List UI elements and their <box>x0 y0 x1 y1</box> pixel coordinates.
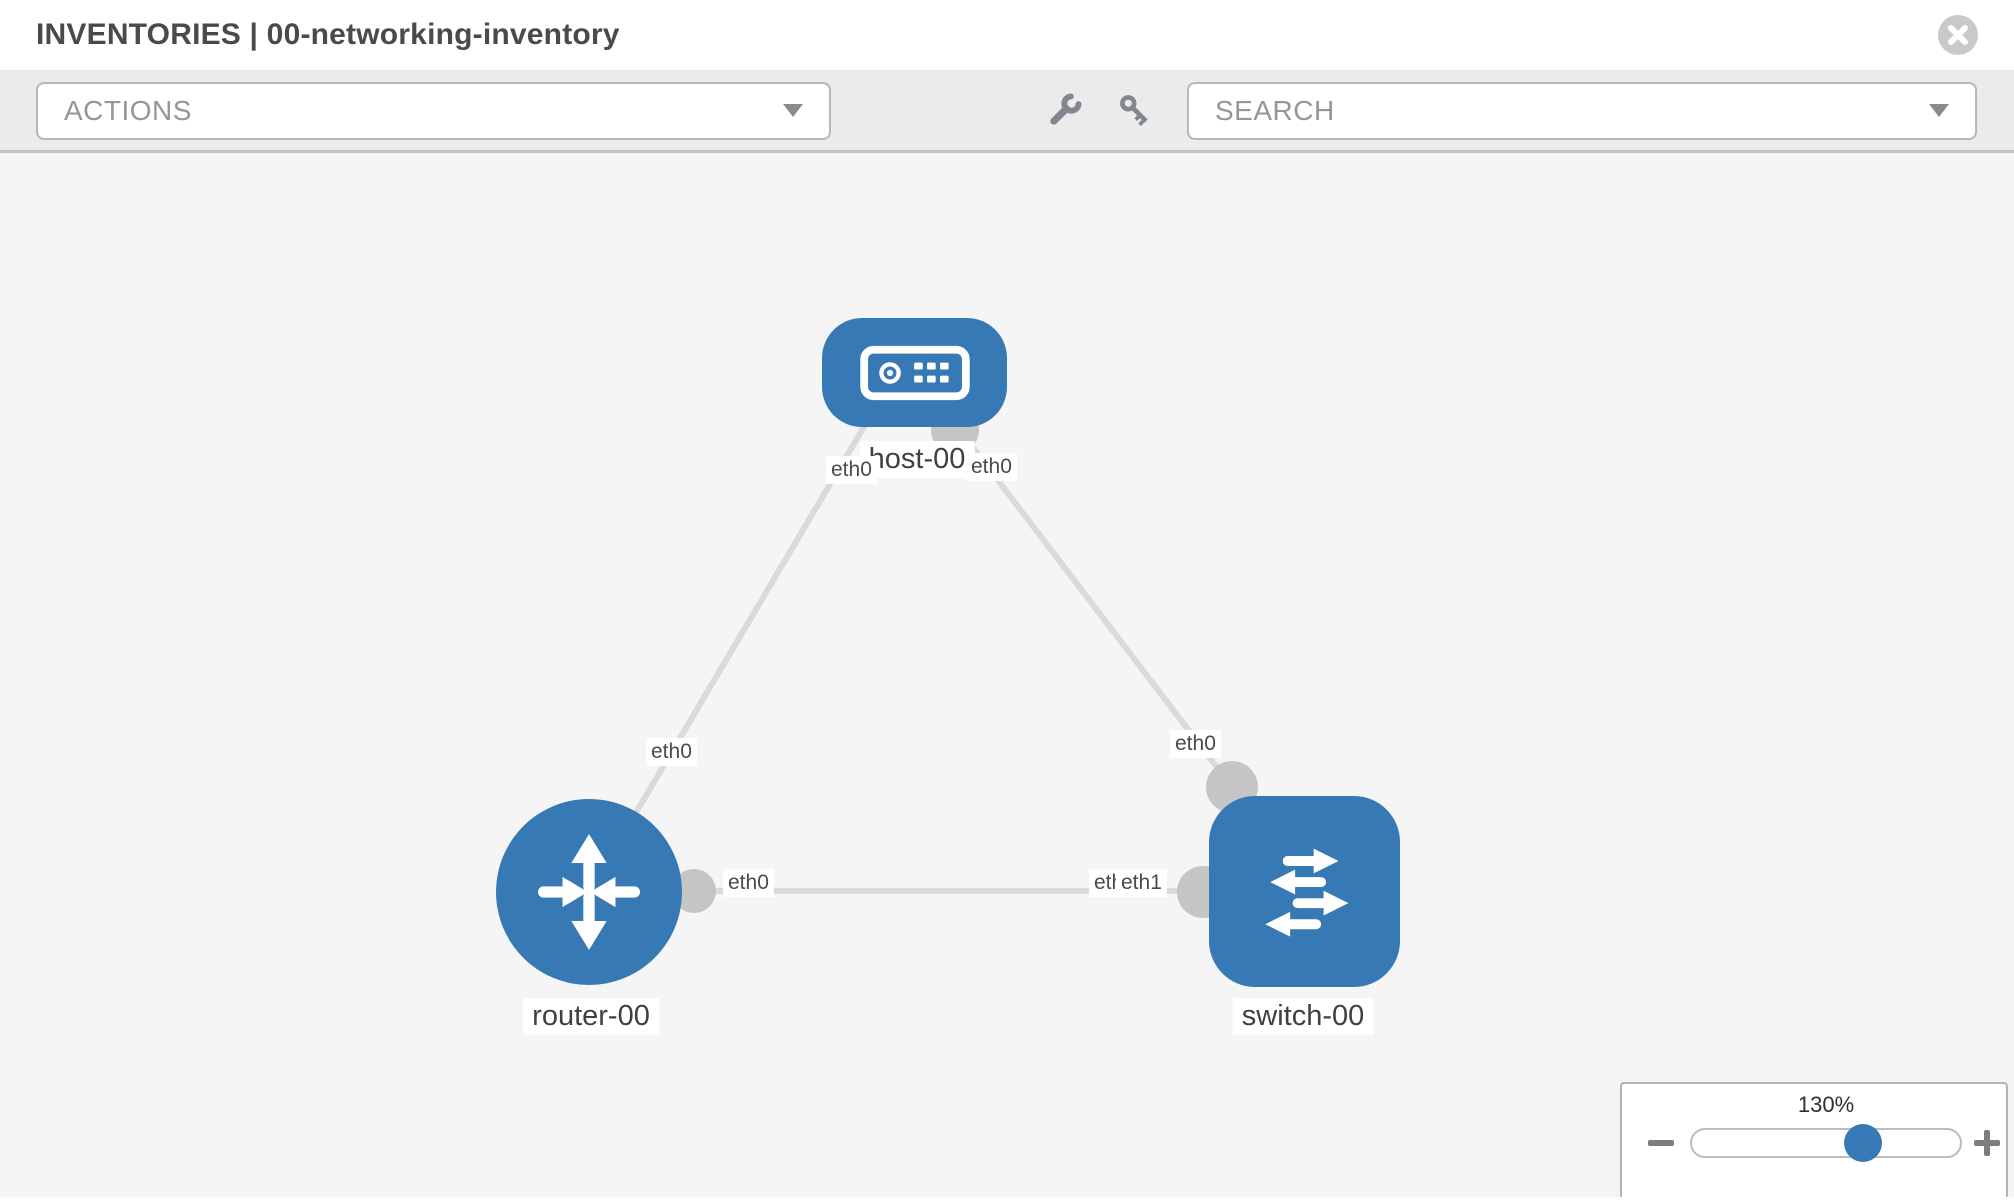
node-label-router-00: router-00 <box>523 998 659 1036</box>
node-host-00[interactable] <box>822 318 1007 427</box>
node-router-00[interactable] <box>496 799 682 985</box>
iface-label-router-eth0: eth0 <box>723 869 774 898</box>
zoom-in-button[interactable] <box>1972 1128 2002 1158</box>
node-label-switch-00: switch-00 <box>1232 998 1374 1036</box>
links-layer <box>586 406 1258 918</box>
chevron-down-icon <box>783 104 803 117</box>
close-icon <box>1948 25 1968 45</box>
iface-label-host-eth0-left: eth0 <box>826 456 877 485</box>
actions-dropdown[interactable]: ACTIONS <box>36 81 831 140</box>
interface-endpoint <box>672 869 716 913</box>
switch-icon <box>1264 848 1348 937</box>
header: INVENTORIES | 00-networking-inventory <box>0 0 2014 71</box>
search-dropdown-label: SEARCH <box>1215 94 1335 126</box>
search-dropdown[interactable]: SEARCH <box>1187 81 1977 140</box>
page-title: INVENTORIES | 00-networking-inventory <box>36 18 620 51</box>
iface-label-router-link-eth0: eth0 <box>646 738 697 767</box>
node-switch-00[interactable] <box>1209 796 1400 987</box>
wrench-icon[interactable] <box>1043 90 1085 132</box>
link-host-switch[interactable] <box>955 426 1235 789</box>
close-button[interactable] <box>1938 15 1978 55</box>
toolbar: ACTIONS SEARCH <box>0 71 2014 153</box>
iface-label-host-eth0-right: eth0 <box>966 453 1017 482</box>
zoom-control-panel: 130% <box>1620 1082 2008 1197</box>
topology-canvas[interactable]: host-00 router-00 switch-00 eth0 eth0 et… <box>0 153 2014 1197</box>
iface-label-switch-link-eth0: eth0 <box>1170 730 1221 759</box>
minus-icon <box>1648 1140 1674 1146</box>
node-label-host-00: host-00 <box>859 441 975 479</box>
zoom-slider-track[interactable] <box>1690 1124 1962 1162</box>
iface-label-switch-eth1: eth1 <box>1116 869 1167 898</box>
actions-dropdown-label: ACTIONS <box>64 94 192 126</box>
chevron-down-icon <box>1929 104 1949 117</box>
router-icon <box>537 834 641 950</box>
zoom-slider-thumb[interactable] <box>1844 1124 1882 1162</box>
plus-icon <box>1974 1130 2000 1156</box>
zoom-level-label: 130% <box>1797 1092 1855 1117</box>
zoom-out-button[interactable] <box>1646 1135 1676 1151</box>
key-icon[interactable] <box>1115 90 1157 132</box>
host-icon <box>859 345 970 400</box>
